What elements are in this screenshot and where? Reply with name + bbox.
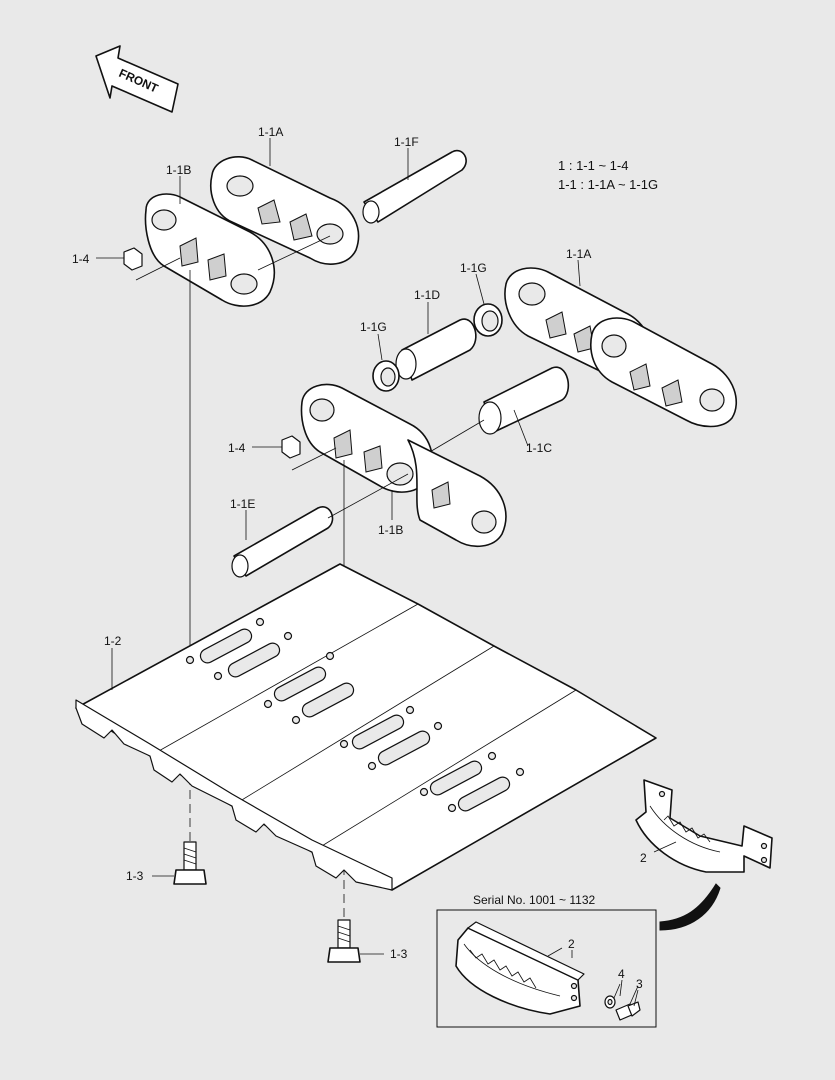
shoe-plate — [75, 563, 657, 891]
label-seal-right: 1-1G — [460, 261, 487, 275]
label-pin-top: 1-1F — [394, 135, 419, 149]
label-spacer: 1-1D — [414, 288, 440, 302]
link-outer-right — [504, 267, 737, 428]
label-nut-top: 1-4 — [72, 252, 90, 266]
label-handle: 2 — [640, 851, 647, 865]
handle — [635, 779, 773, 873]
spacer — [395, 318, 477, 381]
label-shoe-plate: 1-2 — [104, 634, 122, 648]
label-bolt-right: 1-3 — [390, 947, 408, 961]
seal-right — [473, 303, 503, 337]
legend-line-1: 1 : 1-1 ~ 1-4 — [558, 158, 628, 173]
label-inset-washer: 4 — [618, 967, 625, 981]
pin-bottom — [231, 473, 409, 578]
label-nut-mid: 1-4 — [228, 441, 246, 455]
legend-line-2: 1-1 : 1-1A ~ 1-1G — [558, 177, 658, 192]
label-link-outer-top: 1-1A — [258, 125, 283, 139]
label-link-inner-bottom: 1-1B — [378, 523, 403, 537]
bolt-left — [152, 841, 207, 885]
inset-title: Serial No. 1001 ~ 1132 — [473, 893, 596, 907]
nut-top — [123, 247, 181, 281]
label-bushing: 1-1C — [526, 441, 552, 455]
inset-pointer-arrow — [659, 883, 721, 931]
label-seal-left: 1-1G — [360, 320, 387, 334]
link-inner-top — [144, 193, 331, 307]
link-inner-bottom — [300, 383, 507, 547]
bolt-right — [327, 919, 384, 963]
inset-box: Serial No. 1001 ~ 1132 — [436, 893, 657, 1028]
label-inset-bolt: 3 — [636, 977, 643, 991]
seal-left — [372, 360, 400, 392]
label-link-inner-top: 1-1B — [166, 163, 191, 177]
pin-top — [362, 149, 467, 224]
label-inset-handle: 2 — [568, 937, 575, 951]
label-bolt-left: 1-3 — [126, 869, 144, 883]
label-link-outer-right: 1-1A — [566, 247, 591, 261]
nut-mid — [281, 435, 337, 471]
front-arrow: FRONT — [95, 45, 179, 113]
label-pin-bottom: 1-1E — [230, 497, 255, 511]
